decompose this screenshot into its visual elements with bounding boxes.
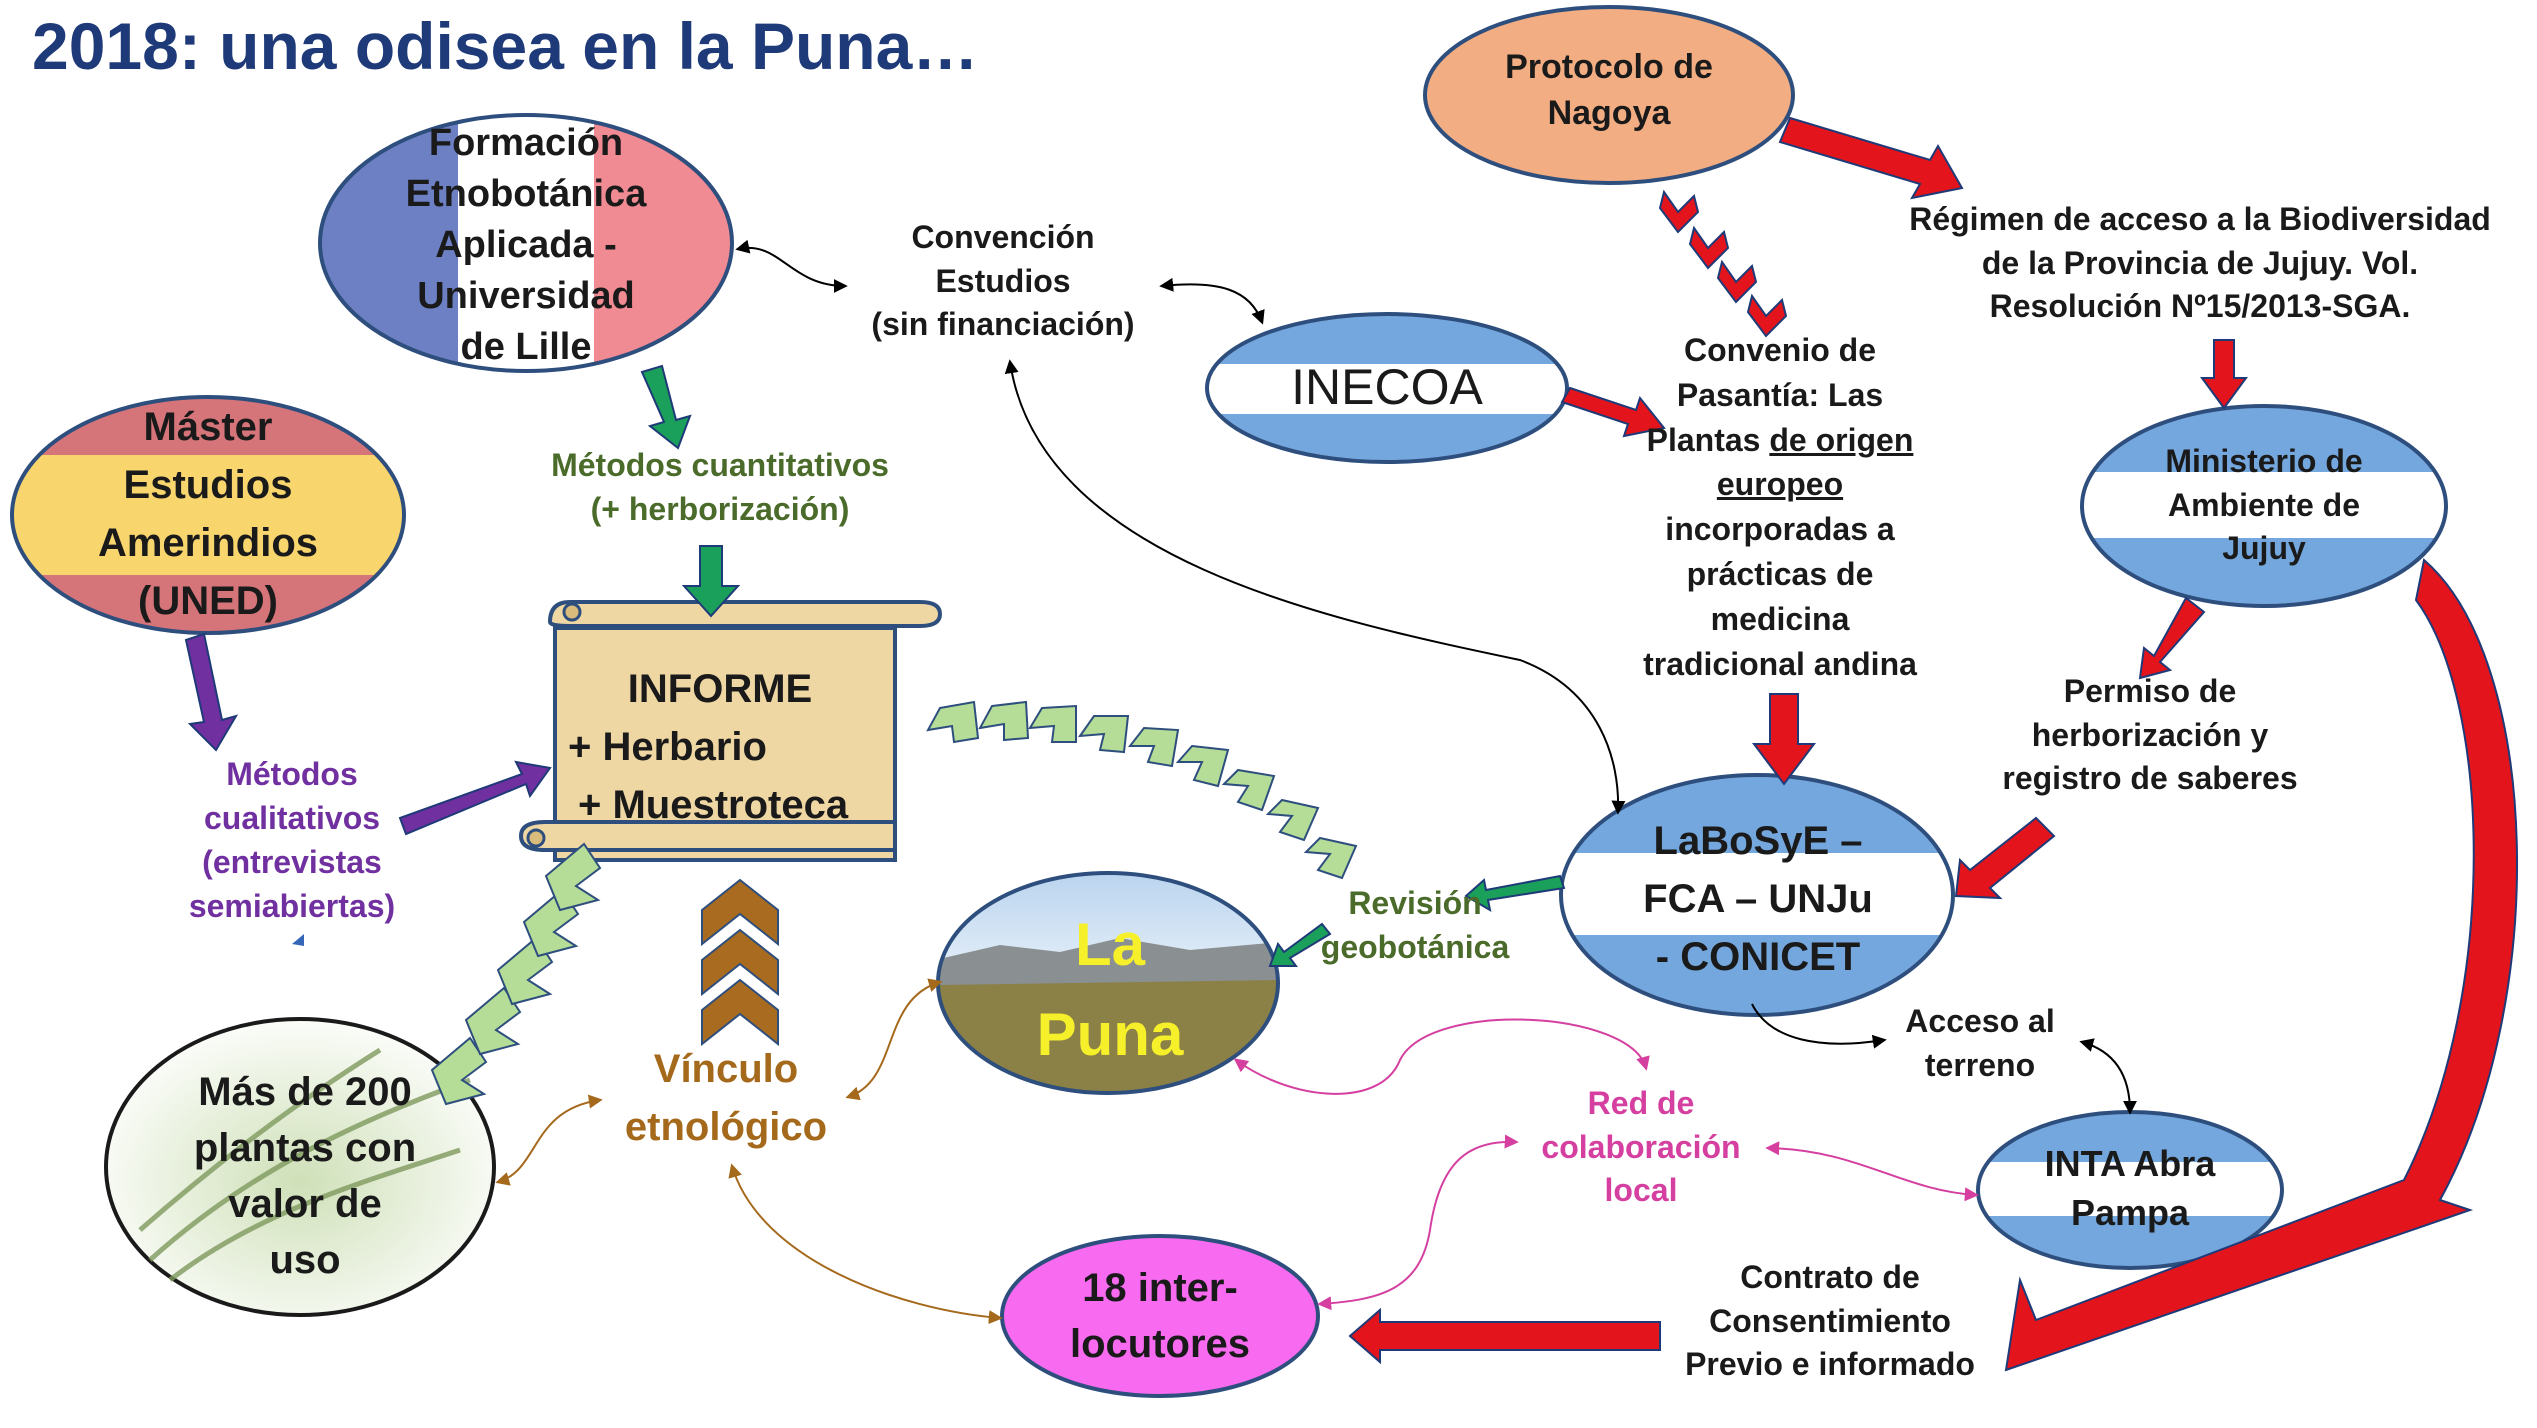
connector-vinculo-plantas <box>495 1094 603 1186</box>
labosye-label: LaBoSyE –FCA – UNJu- CONICET <box>1643 819 1873 979</box>
connector-vinculo-interlocutores <box>728 1163 1003 1325</box>
interlocutores-label: 18 inter-locutores <box>1069 1266 1251 1366</box>
chevrons-vinculo-informe <box>701 878 779 1047</box>
connector-red-puna <box>1233 1018 1650 1095</box>
chevrons-plantas-informe <box>430 842 602 1106</box>
inta-flag-ellipse <box>1976 1110 2284 1270</box>
connector-labosye-acceso <box>1751 1003 1887 1049</box>
arrow-labosye-revision <box>1464 874 1566 912</box>
page-title: 2018: una odisea en la Puna… <box>32 9 979 83</box>
arrow-lille-metodos <box>640 364 692 450</box>
connector-convencion-inecoa <box>1159 277 1265 325</box>
arrow-metodos-informe <box>681 545 741 618</box>
arrow-revision-puna <box>1268 922 1332 967</box>
informe-label: INFORME + Herbario + Muestroteca <box>568 667 849 827</box>
arrow-ministerio-permiso <box>2138 596 2206 680</box>
connector-red-interlocutores <box>1317 1134 1519 1311</box>
arrow-nagoya-regimen <box>1778 116 1964 200</box>
chevrons-nagoya-convenio <box>1658 189 1788 338</box>
labosye-flag-ellipse <box>1559 773 1955 1017</box>
puna-landscape-ellipse <box>936 871 1280 1095</box>
plantas-rosemary-ellipse <box>104 1017 496 1317</box>
inecoa-label: INECOA <box>1291 359 1483 415</box>
lille-flag-ellipse <box>318 113 734 373</box>
arrow-master-metodos <box>184 632 239 752</box>
small-purple-marker <box>292 934 304 946</box>
chevrons-revision-informe <box>926 700 1358 880</box>
arrow-contrato-interlocutores <box>1348 1307 1661 1365</box>
arrow-metodos-cual-informe <box>398 760 552 836</box>
arrow-permiso-labosye <box>1954 816 2056 900</box>
connector-vinculo-puna <box>845 978 943 1101</box>
arrow-ministerio-contrato-curved <box>2004 558 2518 1372</box>
arrow-regimen-ministerio <box>2200 339 2248 410</box>
metodos-cuant-label: Métodos cuantitativos(+ herborización) <box>551 447 889 527</box>
connector-acceso-inta <box>2079 1038 2137 1115</box>
informe-scroll <box>518 600 943 862</box>
connector-red-inta <box>1765 1141 1979 1202</box>
nagoya-ellipse <box>1423 5 1795 185</box>
connector-lille-convencion <box>735 239 848 293</box>
arrow-convenio-labosye <box>1752 693 1816 786</box>
connector-convencion-labosye <box>1004 359 1626 815</box>
